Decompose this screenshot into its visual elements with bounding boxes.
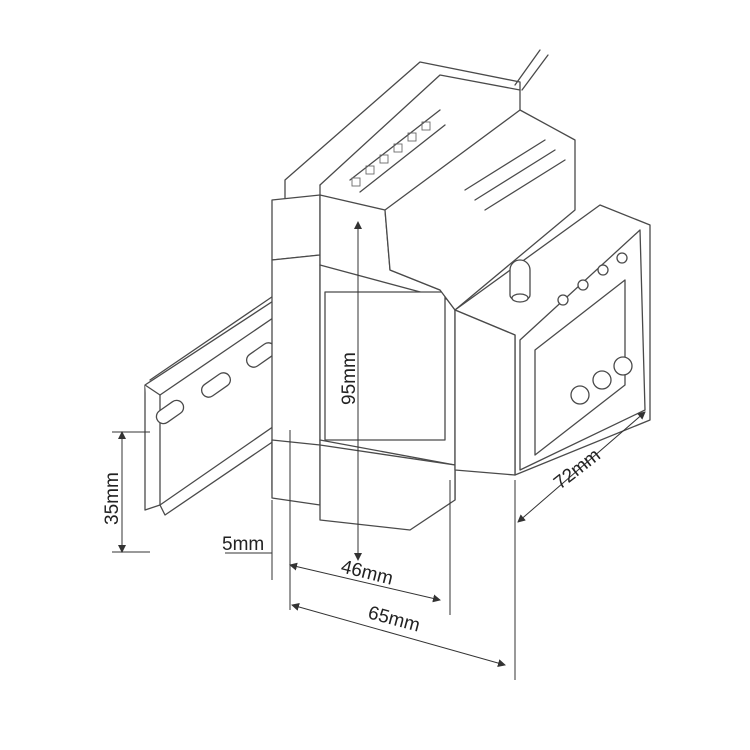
dim-label-46mm: 46mm [339,556,395,589]
dim-label-95mm: 95mm [339,352,360,405]
dim-label-5mm: 5mm [222,534,264,555]
dim-label-65mm: 65mm [366,603,422,637]
din-rail [144,287,293,516]
label-panel [324,291,446,441]
terminal-slots [349,109,446,193]
dimension-lines [112,221,646,680]
dim-label-35mm: 35mm [102,472,123,525]
meter-body [271,49,651,531]
